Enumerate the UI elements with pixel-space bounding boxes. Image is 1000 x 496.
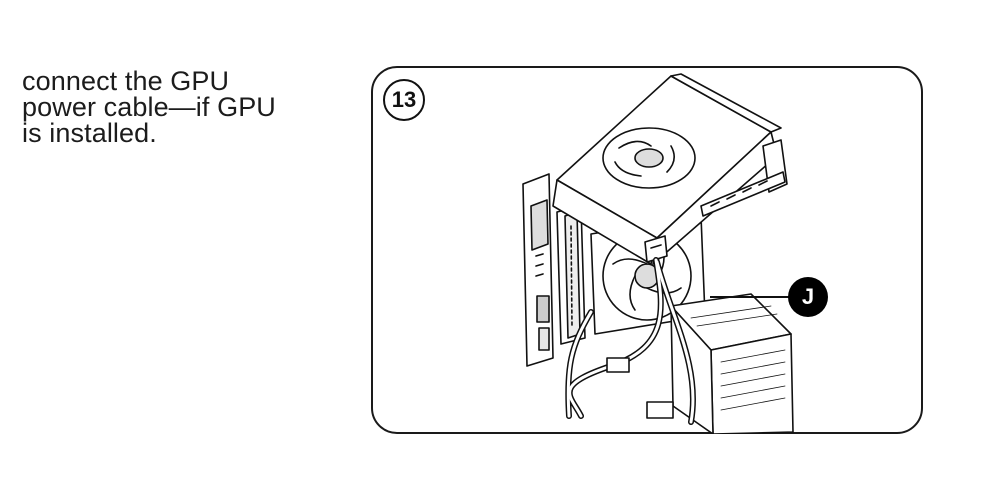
cable-connectors [606,357,674,419]
instruction-line-2: power cable—if GPU [22,92,276,122]
instruction-text: connect the GPU power cable—if GPU is in… [22,66,342,148]
motherboard-panel [522,173,554,367]
gpu-power-connector [644,235,668,263]
step-number-badge: 13 [383,79,425,121]
callout-label-badge: J [788,277,828,317]
pc-assembly-illustration-icon [522,73,794,434]
memory-modules [556,205,586,345]
instruction-line-3: is installed. [22,118,157,148]
callout-leader-line [710,296,790,298]
instruction-line-1: connect the GPU [22,66,230,96]
power-supply [670,293,794,434]
gpu-card [552,73,788,265]
